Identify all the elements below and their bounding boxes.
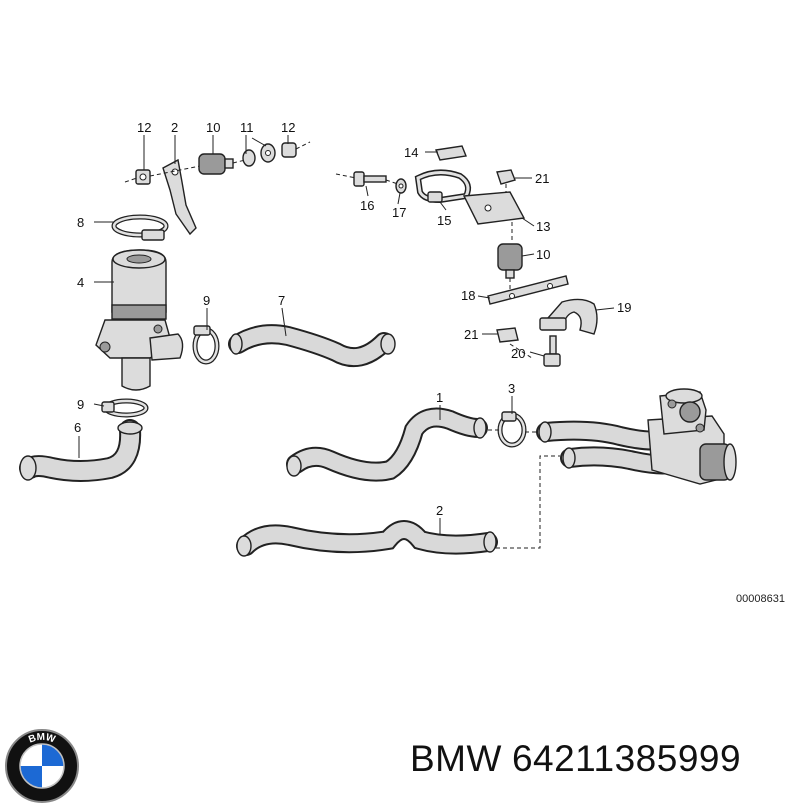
hose-clip-part (101, 398, 149, 418)
leader-lines (78, 135, 615, 534)
hose-clip-part (497, 411, 527, 448)
callout-11: 11 (240, 120, 254, 135)
callout-numbers: 12 2 10 11 12 8 4 9 7 9 6 14 21 16 17 15… (74, 120, 631, 518)
callout-9: 9 (77, 397, 84, 412)
callout-13: 13 (536, 219, 550, 234)
serrated-nut-part (496, 327, 533, 359)
nut-part (496, 169, 516, 198)
hose-assembly (236, 388, 737, 557)
pump-assembly (19, 141, 396, 482)
support-bar-part (487, 275, 569, 305)
callout-14: 14 (404, 145, 418, 160)
bmw-logo-letters: BMW (27, 732, 57, 746)
strap-clamp-part (414, 169, 471, 204)
water-pump-part (95, 249, 184, 391)
svg-text:BMW: BMW (27, 732, 57, 746)
callout-9: 9 (203, 293, 210, 308)
callout-1: 1 (436, 390, 443, 405)
hose-part-7 (228, 324, 396, 368)
callout-20: 20 (511, 346, 525, 361)
brand-name: BMW (410, 738, 502, 779)
nut-part (124, 169, 151, 185)
callout-6: 6 (74, 420, 81, 435)
callout-5: 2 (171, 120, 178, 135)
callout-17: 17 (392, 205, 406, 220)
clamp-part (111, 214, 169, 241)
callout-12: 12 (137, 120, 151, 135)
bmw-logo: BMW (5, 729, 79, 803)
valve-assembly-part (536, 388, 737, 485)
callout-10: 10 (536, 247, 550, 262)
callout-3: 3 (508, 381, 515, 396)
drawing-code: 00008631 (736, 593, 785, 605)
callout-2: 2 (436, 503, 443, 518)
hose-clip-part (192, 325, 220, 365)
holder-part (539, 298, 598, 335)
rubber-mount-part (497, 243, 523, 292)
hose-part-2 (236, 520, 498, 557)
bolt-part (353, 171, 387, 187)
callout-7: 7 (278, 293, 285, 308)
callout-21: 21 (535, 171, 549, 186)
callout-19: 19 (617, 300, 631, 315)
callout-18: 18 (461, 288, 475, 303)
clip-part (435, 145, 467, 161)
callout-10: 10 (206, 120, 220, 135)
bolt-part (543, 335, 561, 367)
callout-8: 8 (77, 215, 84, 230)
callout-12: 12 (281, 120, 295, 135)
washer-part (242, 141, 311, 167)
callout-16: 16 (360, 198, 374, 213)
callout-15: 15 (437, 213, 451, 228)
mounting-plate-part (462, 191, 526, 240)
part-number: 64211385999 (511, 738, 742, 779)
bracket-part (162, 158, 197, 236)
bracket-hardware (335, 145, 598, 367)
callout-21: 21 (464, 327, 478, 342)
rubber-damper-part (198, 153, 246, 175)
hose-part-1 (286, 407, 488, 482)
hose-part-6 (19, 419, 143, 482)
callout-4: 4 (77, 275, 84, 290)
washer-part (395, 178, 407, 194)
